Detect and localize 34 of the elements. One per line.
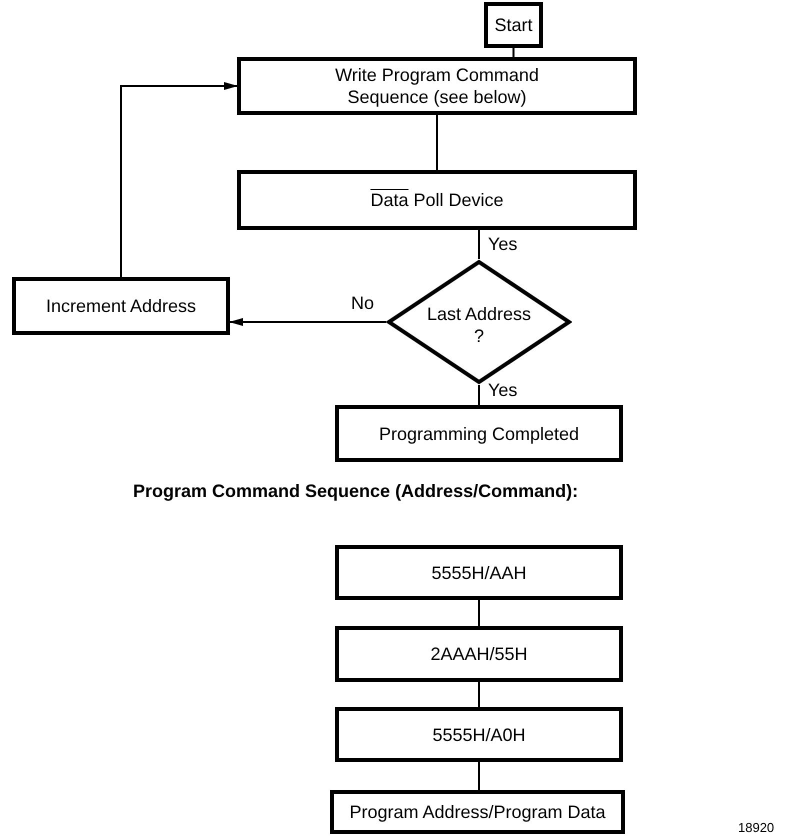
- node-label: 5555H/AAH: [431, 562, 527, 584]
- node-label: Start: [494, 14, 533, 36]
- arrow: [229, 318, 386, 326]
- section-heading: Program Command Sequence (Address/Command):: [133, 480, 578, 503]
- process-box: [484, 2, 543, 48]
- process-box: [335, 545, 623, 600]
- node-label: Increment Address: [46, 295, 196, 317]
- connector-line: [478, 385, 480, 405]
- process-box: [237, 57, 637, 115]
- process-box: [335, 405, 623, 462]
- process-box: [330, 790, 625, 834]
- process-box: [12, 277, 230, 335]
- node-label: Write Program Command Sequence (see below): [334, 64, 540, 108]
- node-label: Programming Completed: [378, 422, 580, 444]
- node-label: Program Address/Program Data: [349, 801, 606, 823]
- connector-line: [478, 762, 480, 790]
- connector-line: [436, 115, 438, 170]
- node-label: 2AAAH/55H: [430, 643, 528, 665]
- edge-label: Yes: [487, 381, 518, 399]
- figure-number: 18920: [738, 819, 774, 837]
- connector-line: [478, 600, 480, 626]
- arrow: [120, 82, 238, 277]
- process-box: [335, 626, 623, 682]
- process-box: [237, 170, 637, 230]
- node-label: Last Address ?: [426, 303, 532, 347]
- connector-line: [478, 230, 480, 259]
- connector-line: [478, 682, 480, 707]
- process-box: [335, 707, 623, 762]
- edge-label: No: [350, 294, 376, 312]
- connector-line: [512, 48, 514, 57]
- decision-diamond: [386, 259, 572, 385]
- node-label: Data Poll Device: [370, 189, 504, 211]
- edge-label: Yes: [487, 235, 518, 253]
- node-label: 5555H/A0H: [432, 724, 526, 746]
